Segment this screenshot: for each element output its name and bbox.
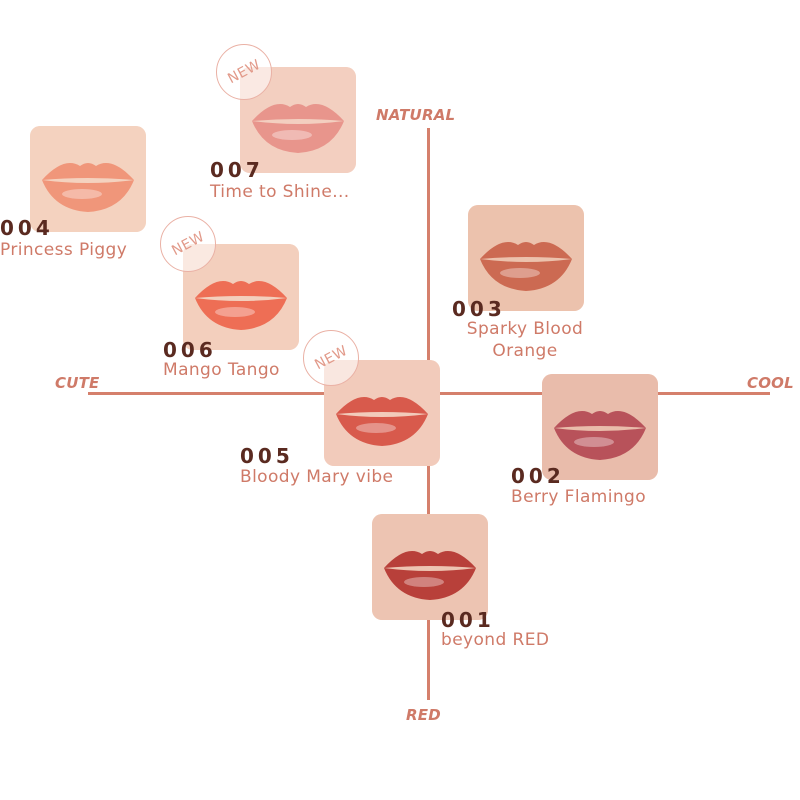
- shade-004-name: Princess Piggy: [0, 240, 128, 260]
- lip-image: [30, 126, 146, 232]
- shade-001-swatch[interactable]: [372, 514, 488, 620]
- lip-image: [468, 205, 584, 311]
- shade-005-code: 005: [240, 444, 294, 468]
- new-badge: NEW: [303, 330, 359, 386]
- shade-004-swatch[interactable]: [30, 126, 146, 232]
- shade-005-name: Bloody Mary vibe: [240, 467, 394, 487]
- new-badge: NEW: [216, 44, 272, 100]
- shade-004-code: 004: [0, 216, 54, 240]
- lip-image: [542, 374, 658, 480]
- shade-005-swatch[interactable]: [324, 360, 440, 466]
- axis-label-natural: NATURAL: [376, 106, 456, 124]
- shade-007-code: 007: [210, 158, 264, 182]
- axis-label-cool: COOL: [747, 374, 794, 392]
- axis-label-red: RED: [406, 706, 441, 724]
- new-badge: NEW: [160, 216, 216, 272]
- lip-image: [183, 244, 299, 350]
- shade-006-code: 006: [163, 338, 217, 362]
- lip-image: [372, 514, 488, 620]
- shade-002-name: Berry Flamingo: [511, 487, 647, 507]
- shade-002-swatch[interactable]: [542, 374, 658, 480]
- shade-007-swatch[interactable]: [240, 67, 356, 173]
- shade-001-code: 001: [441, 608, 495, 632]
- shade-003-code: 003: [452, 297, 506, 321]
- lip-image: [240, 67, 356, 173]
- shade-007-name: Time to Shine...: [210, 182, 350, 202]
- shade-003-swatch[interactable]: [468, 205, 584, 311]
- shade-002-code: 002: [511, 464, 565, 488]
- shade-003-name: Sparky Blood Orange: [466, 319, 584, 361]
- shade-006-name: Mango Tango: [163, 360, 280, 380]
- axis-label-cute: CUTE: [55, 374, 100, 392]
- shade-001-name: beyond RED: [441, 630, 550, 650]
